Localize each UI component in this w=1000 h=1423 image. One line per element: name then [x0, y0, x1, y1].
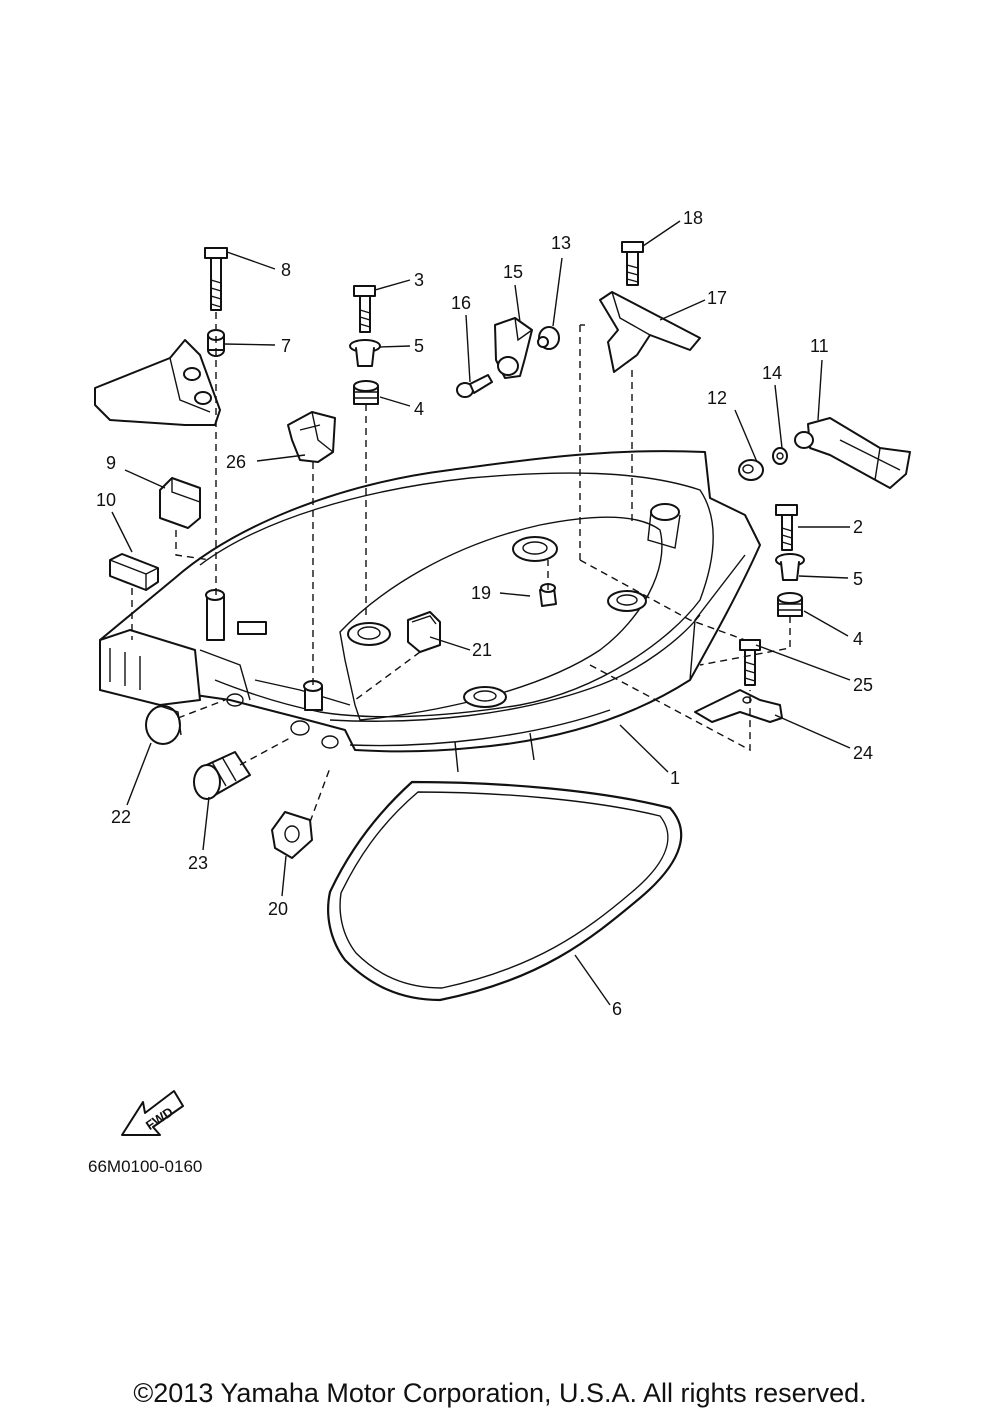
copyright-notice: ©2013 Yamaha Motor Corporation, U.S.A. A…	[133, 1378, 867, 1408]
plate-part-24	[694, 689, 783, 723]
callout-15: 15	[503, 262, 523, 282]
bracket-part-17	[599, 291, 701, 373]
seal-ring	[327, 780, 683, 1002]
collar-part-5-lower	[775, 553, 805, 581]
callout-21: 21	[472, 640, 492, 660]
callout-13: 13	[551, 233, 571, 253]
grommet-part-21	[407, 611, 441, 653]
bolt-part-18	[621, 241, 644, 286]
callout-4-upper: 4	[414, 399, 424, 419]
plug-part-22	[145, 705, 182, 745]
callout-4-lower: 4	[853, 629, 863, 649]
rear-cover-plate	[94, 339, 221, 426]
callout-12: 12	[707, 388, 727, 408]
callout-23: 23	[188, 853, 208, 873]
callout-14: 14	[762, 363, 782, 383]
block-part-9	[159, 477, 201, 529]
grommet-part-4-lower	[777, 592, 803, 617]
grommet-part-23	[193, 751, 251, 800]
callout-10: 10	[96, 490, 116, 510]
callout-6: 6	[612, 999, 622, 1019]
callout-7: 7	[281, 336, 291, 356]
pad-part-10	[109, 553, 159, 591]
callout-24: 24	[853, 743, 873, 763]
callout-11: 11	[810, 336, 829, 356]
callout-18: 18	[683, 208, 703, 228]
bushing-part-13	[537, 326, 560, 350]
bottom-cowling	[99, 450, 761, 773]
callout-20: 20	[268, 899, 288, 919]
grommet-part-12	[738, 459, 764, 481]
callout-2: 2	[853, 517, 863, 537]
collar-part-5-upper	[349, 339, 381, 367]
callout-numbers: 1 2 3 4 4 5 5 6 7 8 9 10 11 12 13 14 15 …	[96, 208, 873, 1019]
callout-8: 8	[281, 260, 291, 280]
bracket-part-15	[494, 317, 533, 379]
bolt-part-2	[775, 504, 798, 551]
callout-16: 16	[451, 293, 471, 313]
clip-part-26	[287, 411, 336, 463]
bolt-part-25	[739, 639, 761, 686]
lever-part-11	[794, 417, 911, 489]
callout-25: 25	[853, 675, 873, 695]
seal-part-20	[271, 811, 313, 859]
callout-22: 22	[111, 807, 131, 827]
callout-1: 1	[670, 768, 680, 788]
callout-3: 3	[414, 270, 424, 290]
grommet-part-4-upper	[353, 380, 379, 405]
callout-17: 17	[707, 288, 727, 308]
callout-9: 9	[106, 453, 116, 473]
washer-part-14	[772, 447, 788, 465]
figure-code: 66M0100-0160	[88, 1157, 202, 1176]
dashed-alignment-lines	[131, 312, 791, 823]
bolt-part-16	[456, 374, 493, 398]
callout-26: 26	[226, 452, 246, 472]
fwd-direction-arrow: FWD	[121, 1090, 184, 1136]
bolt-part-3	[353, 285, 376, 333]
callout-5-upper: 5	[414, 336, 424, 356]
callout-19: 19	[471, 583, 491, 603]
callout-5-lower: 5	[853, 569, 863, 589]
bolt-part-8	[204, 247, 228, 311]
